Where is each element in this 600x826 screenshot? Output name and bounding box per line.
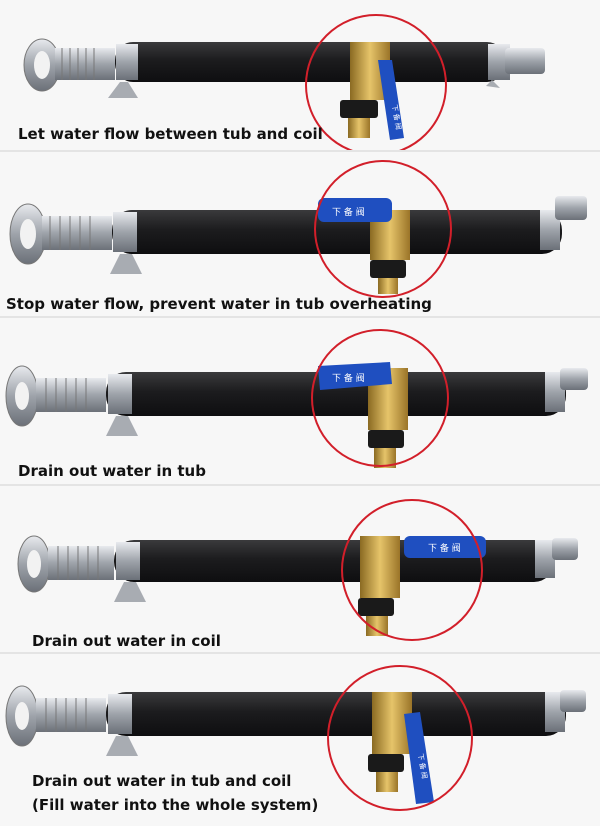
photo-panel-5: 下 备 阀 Drain out water in tub and coil (F… [0,654,600,826]
photo-panel-2: 下 备 阀 Stop water flow, prevent water in … [0,152,600,316]
svg-text:下 备 阀: 下 备 阀 [390,104,403,131]
divider [0,652,600,654]
svg-text:下 备 阀: 下 备 阀 [416,753,429,780]
valve-photo-1: 下 备 阀 [0,0,600,150]
highlight-circle [305,14,447,150]
divider [0,484,600,486]
svg-text:下 备 阀: 下 备 阀 [428,542,461,554]
photo-panel-4: 下 备 阀 Drain out water in coil [0,486,600,652]
valve-photo-4: 下 备 阀 [0,486,600,652]
blue-handle [378,60,404,140]
caption-5: Drain out water in tub and coil [32,772,292,790]
photo-panel-3: 下 备 阀 Drain out water in tub [0,318,600,484]
divider [0,150,600,152]
caption-2: Stop water flow, prevent water in tub ov… [6,295,432,313]
photo-panel-1: 下 备 阀 Let water flow between tub and coi… [0,0,600,150]
threaded-fitting [55,48,115,80]
caption-3: Drain out water in tub [18,462,206,480]
caption-1: Let water flow between tub and coil [18,125,323,143]
valve-photo-3: 下 备 阀 [0,318,600,484]
valve-photo-2: 下 备 阀 [0,152,600,316]
divider [0,316,600,318]
valve-photo-5: 下 备 阀 [0,654,600,826]
svg-text:下 备 阀: 下 备 阀 [332,372,365,384]
caption-4: Drain out water in coil [32,632,221,650]
svg-text:下 备 阀: 下 备 阀 [332,206,365,218]
hose-clamp [116,44,138,80]
caption-5b: (Fill water into the whole system) [32,796,319,814]
